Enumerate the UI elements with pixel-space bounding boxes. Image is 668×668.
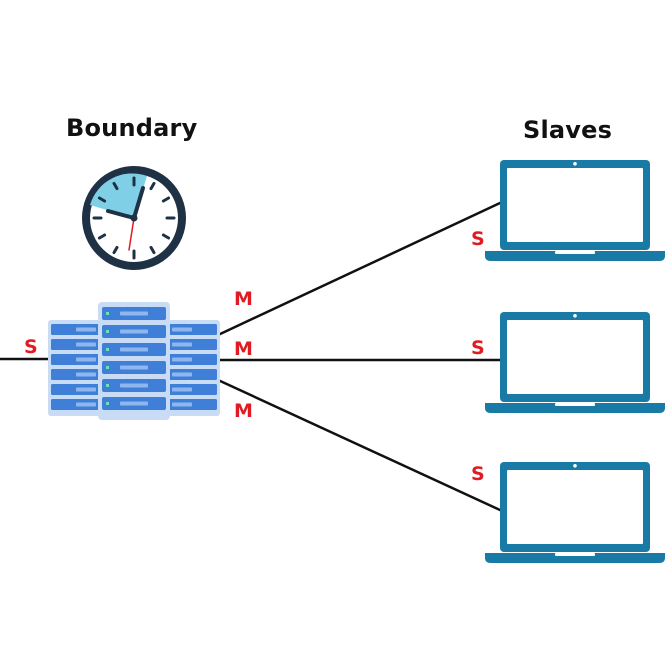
boundary-title: Boundary <box>66 114 198 142</box>
master-port-bottom-label: M <box>234 400 253 422</box>
server-right <box>164 320 220 416</box>
slave-port-bottom-label: S <box>471 463 485 485</box>
slaves-title: Slaves <box>523 116 613 144</box>
server-left <box>48 320 104 416</box>
clock-icon <box>82 166 186 270</box>
upstream-slave-port-label: S <box>24 336 38 358</box>
clock-second-hand <box>128 217 135 251</box>
slave-port-middle-label: S <box>471 337 485 359</box>
clock-ticks <box>92 176 176 260</box>
link-to-slave-top <box>216 201 502 337</box>
connections <box>0 201 502 512</box>
server-center <box>98 302 170 420</box>
clock-hour-hand <box>106 209 136 220</box>
laptop-icon <box>485 160 665 261</box>
server-rack-icon <box>48 302 220 420</box>
slave-port-top-label: S <box>471 228 485 250</box>
link-to-slave-bottom <box>216 378 502 512</box>
master-port-middle-label: M <box>234 338 253 360</box>
master-port-top-label: M <box>234 288 253 310</box>
laptop-icon <box>485 462 665 563</box>
clock-minute-hand <box>132 186 145 220</box>
laptop-icon <box>485 312 665 413</box>
